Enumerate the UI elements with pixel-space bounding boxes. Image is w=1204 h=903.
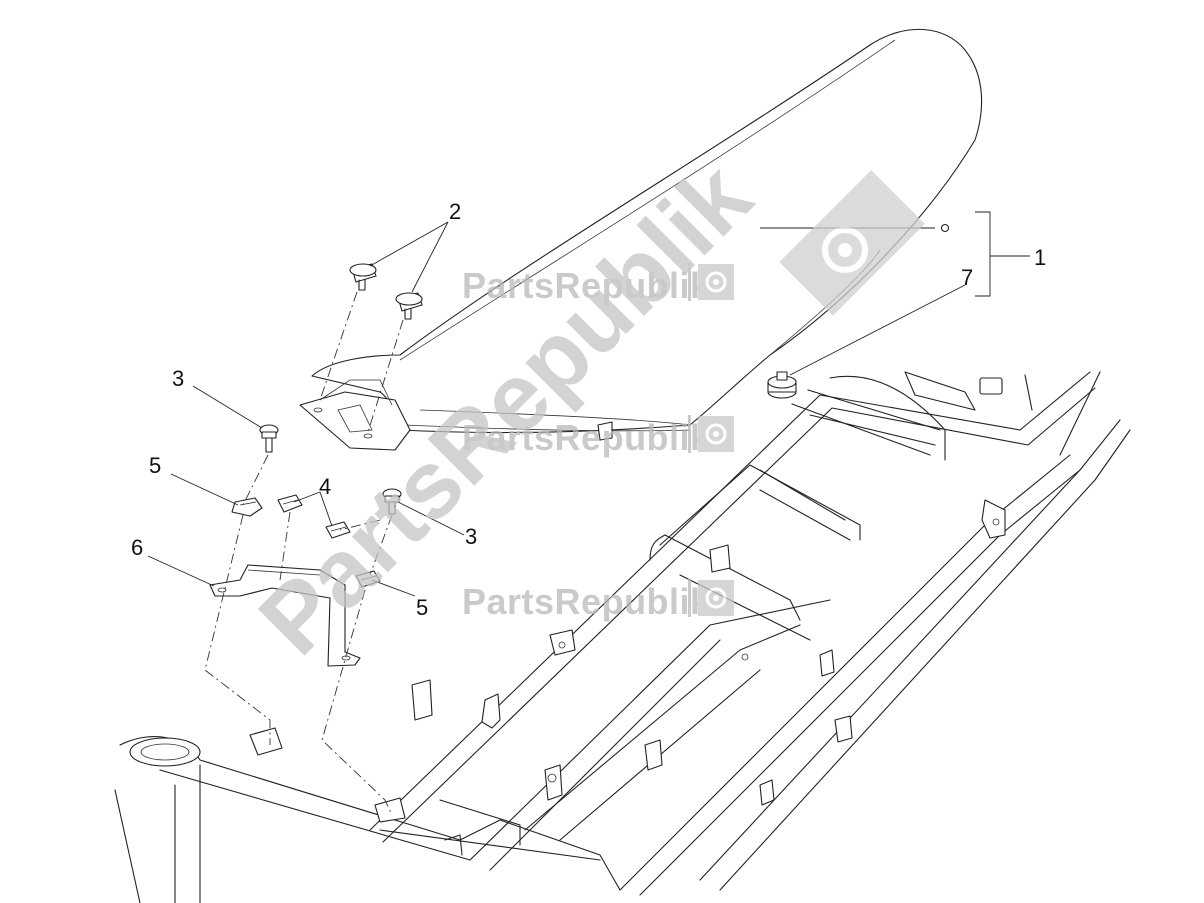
watermark-text: PartsRepublik xyxy=(462,581,711,622)
callout-4: 4 xyxy=(319,474,331,499)
watermark-small-1: PartsRepublik xyxy=(462,263,734,306)
seat-bracket xyxy=(209,564,361,667)
rubber-buffer xyxy=(767,371,797,399)
callout-3: 3 xyxy=(172,366,184,391)
rear-frame xyxy=(369,371,1131,896)
seat-knobs xyxy=(349,263,423,320)
gear-icon xyxy=(779,170,925,316)
callouts: 1 2 3 3 4 5 5 6 7 xyxy=(131,199,1046,620)
screws xyxy=(259,424,402,515)
leader-lines xyxy=(147,211,1030,597)
gear-icon xyxy=(698,580,734,616)
watermark-text: PartsRepublik xyxy=(462,265,711,306)
callout-3: 3 xyxy=(465,524,477,549)
callout-1: 1 xyxy=(1034,245,1046,270)
watermark-text: PartsRepublik xyxy=(462,417,711,458)
callout-7: 7 xyxy=(961,265,973,290)
alignment-lines xyxy=(204,291,404,816)
gear-icon xyxy=(698,416,734,452)
seat xyxy=(299,28,983,451)
callout-5: 5 xyxy=(149,453,161,478)
watermark-small-3: PartsRepublik xyxy=(462,579,734,622)
callout-2: 2 xyxy=(449,199,461,224)
clips xyxy=(231,494,381,588)
callout-6: 6 xyxy=(131,535,143,560)
watermark-small-2: PartsRepublik xyxy=(462,415,734,458)
callout-5: 5 xyxy=(416,595,428,620)
gear-icon xyxy=(698,264,734,300)
airbox-housing xyxy=(114,727,621,903)
